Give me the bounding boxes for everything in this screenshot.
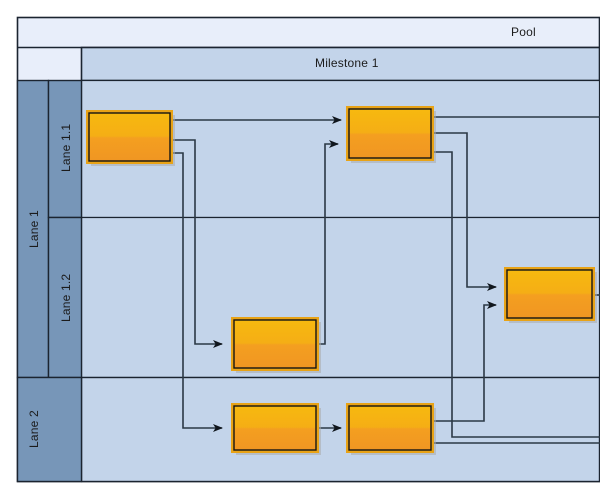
connectors: [172, 116, 600, 444]
lane-headers: [16, 79, 83, 483]
task-t5[interactable]: [346, 403, 437, 456]
task-t4[interactable]: [231, 403, 322, 456]
task-t2[interactable]: [346, 106, 437, 164]
pool-title: Pool: [511, 25, 536, 39]
connector-t3-t2[interactable]: [318, 140, 339, 345]
connector-t2-t6[interactable]: [433, 132, 497, 291]
task-t3[interactable]: [231, 317, 322, 374]
lane-label-lane-1-1: Lane 1.1: [59, 123, 73, 172]
lane-label-lane-1-2: Lane 1.2: [59, 273, 73, 322]
lane-header-lane-1-2[interactable]: [47, 216, 83, 379]
lane-body-lane-2[interactable]: [80, 376, 600, 483]
connector-t1-t4[interactable]: [172, 152, 223, 432]
task-t1[interactable]: [86, 110, 176, 167]
lane-label-lane-2: Lane 2: [27, 410, 41, 448]
connector-t1-t3[interactable]: [172, 139, 223, 348]
lane-header-lane-1-1[interactable]: [47, 79, 83, 219]
task-t6[interactable]: [504, 267, 598, 324]
milestone-1-label: Milestone 1: [315, 56, 379, 70]
tasks: [86, 106, 598, 456]
milestone-1[interactable]: [80, 46, 600, 82]
lane-label-lane-1: Lane 1: [27, 210, 41, 248]
connector-t5-t6[interactable]: [433, 301, 497, 422]
lane-header-lane-2[interactable]: [16, 376, 83, 483]
milestone-band[interactable]: [80, 46, 600, 82]
connector-t2-right-2[interactable]: [433, 151, 600, 438]
